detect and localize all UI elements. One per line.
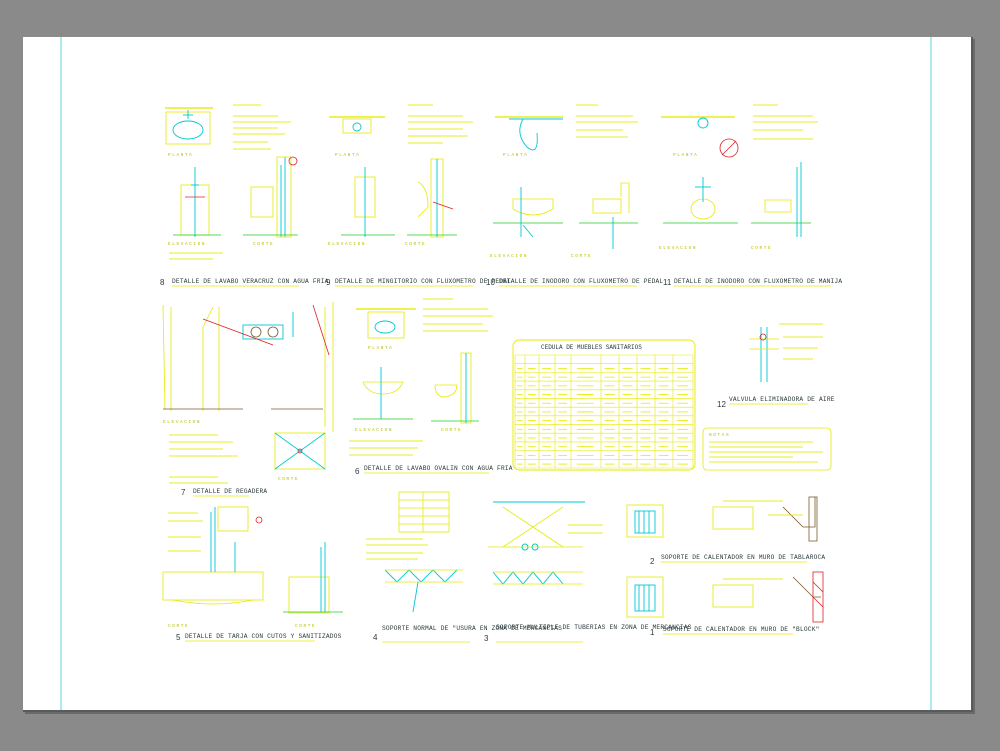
drawing-sheet: PLANTA ELEVACION CORTE 8 DETALLE DE LAVA… xyxy=(23,37,973,712)
corte-label: CORTE xyxy=(278,477,299,482)
detail-10-number: 10 xyxy=(486,278,495,287)
table-title: CEDULA DE MUEBLES SANITARIOS xyxy=(541,344,642,351)
detail-1-number: 1 xyxy=(650,628,655,637)
planta-label: PLANTA xyxy=(335,153,360,158)
detail-7-number: 7 xyxy=(181,488,186,497)
detail-2-number: 2 xyxy=(650,557,655,566)
detail-6-title: DETALLE DE LAVABO OVALIN CON AGUA FRIA xyxy=(364,465,513,472)
detail-5-number: 5 xyxy=(176,633,181,642)
corte-label: CORTE xyxy=(405,242,426,247)
detail-9: PLANTA ELEVACION CORTE 9 DETALLE DE MING… xyxy=(326,104,511,287)
detail-9-number: 9 xyxy=(326,278,331,287)
detail-1: 1 SOPORTE DE CALENTADOR EN MURO DE "BLOC… xyxy=(626,571,824,637)
corte-label-2: CORTE xyxy=(295,624,316,629)
cad-drawing: PLANTA ELEVACION CORTE 8 DETALLE DE LAVA… xyxy=(60,37,932,710)
detail-11-title: DETALLE DE INODORO CON FLUXOMETRO DE MAN… xyxy=(674,278,842,285)
detail-6-number: 6 xyxy=(355,467,360,476)
corte-label: CORTE xyxy=(571,254,592,259)
detail-2-title: SOPORTE DE CALENTADOR EN MURO DE TABLARO… xyxy=(661,554,825,561)
elevacion-label: ELEVACION xyxy=(163,420,201,425)
fixture-schedule: CEDULA DE MUEBLES SANITARIOS xyxy=(512,339,696,471)
corte-label: CORTE xyxy=(441,428,462,433)
detail-8: PLANTA ELEVACION CORTE 8 DETALLE DE LAVA… xyxy=(160,104,329,287)
detail-10-title: DETALLE DE INODORO CON FLUXOMETRO DE PED… xyxy=(499,278,663,285)
detail-4-title: SOPORTE NORMAL DE "USURA EN ZONA DE MERC… xyxy=(382,625,562,632)
detail-12: 12 VALVULA ELIMINADORA DE AIRE xyxy=(717,323,835,409)
detail-5-title: DETALLE DE TARJA CON CUTOS Y SANITIZADOS xyxy=(185,633,342,640)
detail-4-number: 4 xyxy=(373,633,378,642)
detail-2: 2 SOPORTE DE CALENTADOR EN MURO DE TABLA… xyxy=(626,496,825,566)
planta-label: PLANTA xyxy=(168,153,193,158)
planta-label: PLANTA xyxy=(673,153,698,158)
detail-12-number: 12 xyxy=(717,400,726,409)
detail-7-title: DETALLE DE REGADERA xyxy=(193,488,267,495)
detail-11-number: 11 xyxy=(663,278,672,287)
corte-label: CORTE xyxy=(253,242,274,247)
elevacion-label: ELEVACION xyxy=(659,246,697,251)
detail-5: CORTE CORTE 5 DETALLE DE TARJA CON CUTOS… xyxy=(162,506,343,642)
detail-8-number: 8 xyxy=(160,278,165,287)
planta-label: PLANTA xyxy=(368,346,393,351)
elevacion-label: ELEVACION xyxy=(168,242,206,247)
detail-3-title: SOPORTE MULTIPLE DE TUBERIAS EN ZONA DE … xyxy=(496,624,692,631)
detail-10: PLANTA ELEVACION CORTE 10 DETALLE DE INO… xyxy=(486,104,663,287)
elevacion-label: ELEVACION xyxy=(490,254,528,259)
detail-4: 4 SOPORTE NORMAL DE "USURA EN ZONA DE ME… xyxy=(366,491,562,643)
detail-3-number: 3 xyxy=(484,634,489,643)
detail-12-title: VALVULA ELIMINADORA DE AIRE xyxy=(729,396,835,403)
notes-title: NOTAS xyxy=(709,433,730,438)
elevacion-label: ELEVACION xyxy=(328,242,366,247)
detail-1-title: SOPORTE DE CALENTADOR EN MURO DE "BLOCK" xyxy=(663,626,820,633)
detail-11: PLANTA ELEVACION CORTE 11 DETALLE DE INO… xyxy=(659,104,842,287)
detail-3: 3 SOPORTE MULTIPLE DE TUBERIAS EN ZONA D… xyxy=(484,501,692,643)
notes-box: NOTAS xyxy=(702,427,832,471)
planta-label: PLANTA xyxy=(503,153,528,158)
elevacion-label: ELEVACION xyxy=(355,428,393,433)
corte-label: CORTE xyxy=(168,624,189,629)
detail-8-title: DETALLE DE LAVABO VERACRUZ CON AGUA FRIA xyxy=(172,278,329,285)
detail-6: PLANTA ELEVACION CORTE 6 DETALLE DE LAVA… xyxy=(332,298,513,476)
detail-9-title: DETALLE DE MINGITORIO CON FLUXOMETRO DE … xyxy=(335,278,511,285)
detail-7: ELEVACION CORTE 7 DETALLE DE REGADERA xyxy=(162,304,330,497)
corte-label: CORTE xyxy=(751,246,772,251)
